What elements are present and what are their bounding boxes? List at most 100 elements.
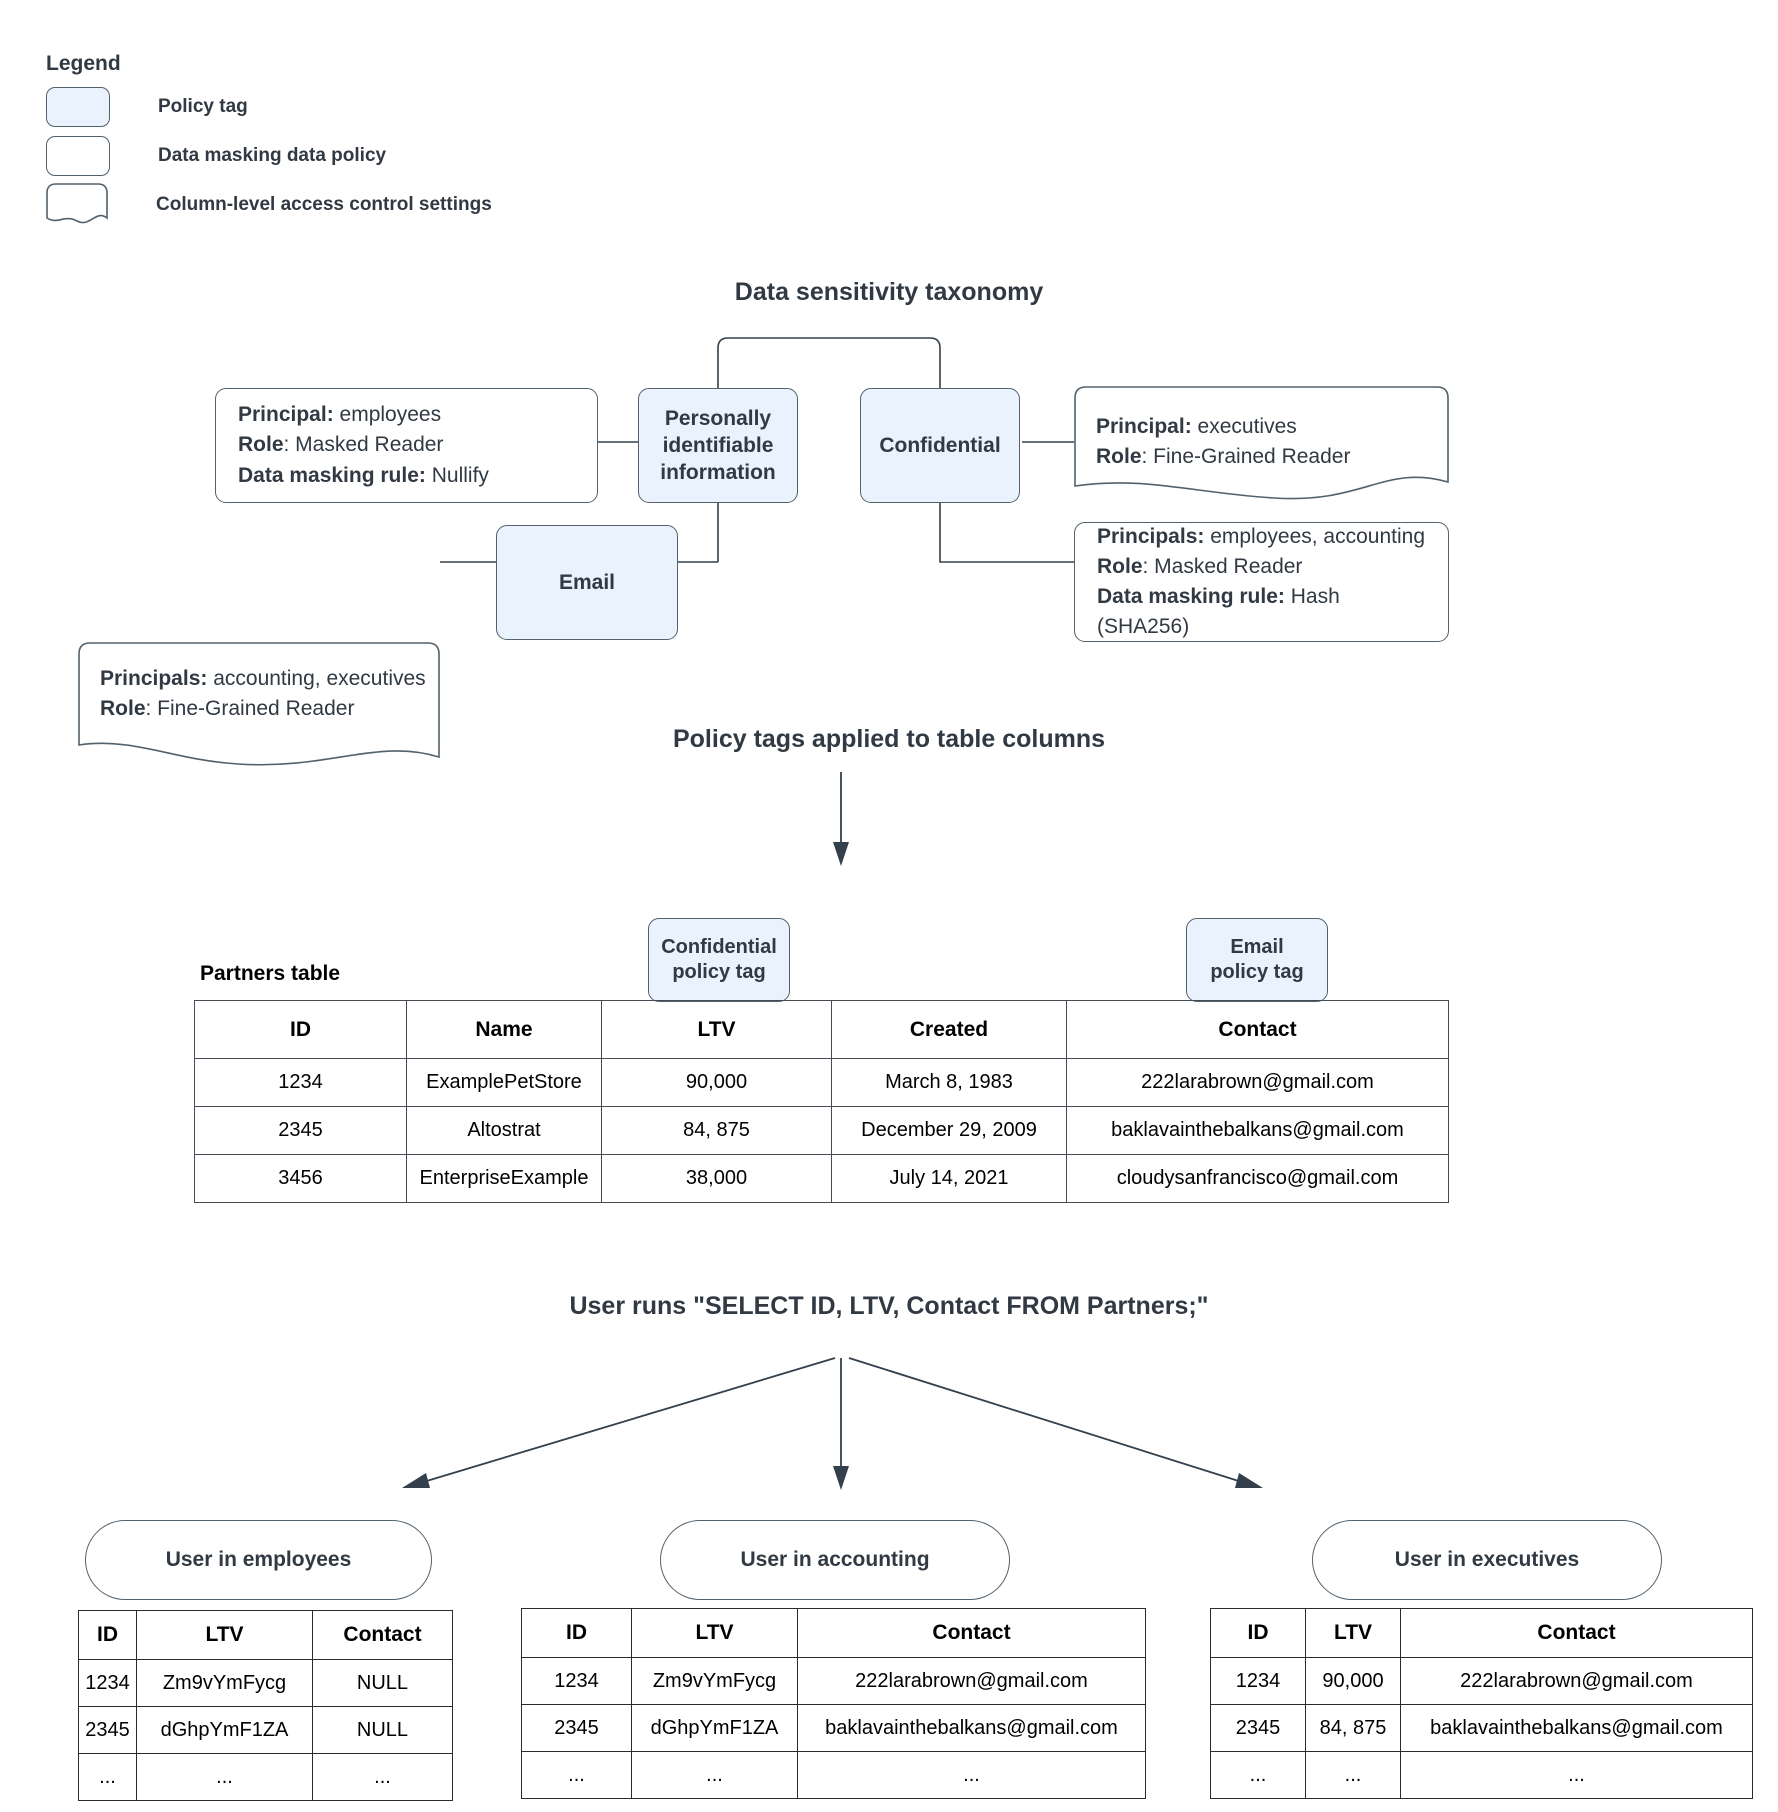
conf-principal-label: Principals: <box>1097 524 1205 548</box>
policy-tag-pii-label: Personally identifiable information <box>660 406 776 485</box>
email-access-role-label: Role <box>100 697 146 721</box>
column-header: Name <box>406 1000 602 1059</box>
query-title: User runs "SELECT ID, LTV, Contact FROM … <box>569 1292 1209 1320</box>
email-access-control-settings: Principals: accounting, executives Role:… <box>78 642 440 772</box>
table-cell: dGhpYmF1ZA <box>136 1706 313 1754</box>
column-header: Contact <box>1400 1608 1753 1658</box>
column-header: ID <box>521 1608 632 1658</box>
column-header: ID <box>78 1610 137 1660</box>
confidential-access-control-settings: Principal: executives Role: Fine-Grained… <box>1074 386 1449 508</box>
table-cell: 222larabrown@gmail.com <box>1400 1657 1753 1705</box>
table-cell: Altostrat <box>406 1106 602 1155</box>
conf-access-role-value: : Fine-Grained Reader <box>1141 445 1351 469</box>
table-cell: ExamplePetStore <box>406 1058 602 1107</box>
table-cell: Zm9vYmFycg <box>631 1657 798 1705</box>
conf-access-principal-value: executives <box>1191 415 1297 438</box>
table-cell: 1234 <box>78 1659 137 1707</box>
table-cell: 2345 <box>1210 1704 1306 1752</box>
legend: Legend Policy tag Data masking data poli… <box>46 52 492 232</box>
legend-item-data-masking-policy: Data masking data policy <box>46 134 492 178</box>
column-header: ID <box>194 1000 407 1059</box>
table-cell: cloudysanfrancisco@gmail.com <box>1066 1154 1449 1203</box>
table-cell: July 14, 2021 <box>831 1154 1067 1203</box>
table-cell: 38,000 <box>601 1154 832 1203</box>
policy-tag-pii[interactable]: Personally identifiable information <box>638 388 798 503</box>
table-cell: ... <box>1400 1751 1753 1799</box>
applied-arrow <box>833 772 849 866</box>
result-pill-label: User in employees <box>165 1548 352 1571</box>
column-access-control-swatch-icon <box>46 183 108 227</box>
pii-role-label: Role <box>238 433 284 457</box>
table-cell: 1234 <box>1210 1657 1306 1705</box>
column-header: LTV <box>631 1608 798 1658</box>
table-cell: 2345 <box>521 1704 632 1752</box>
table-cell: ... <box>78 1753 137 1801</box>
table-cell: 2345 <box>194 1106 407 1155</box>
table-cell: Zm9vYmFycg <box>136 1659 313 1707</box>
email-chip-line2: policy tag <box>1210 961 1304 983</box>
table-cell: baklavainthebalkans@gmail.com <box>797 1704 1146 1752</box>
table-cell: 90,000 <box>601 1058 832 1107</box>
policy-tag-confidential[interactable]: Confidential <box>860 388 1020 503</box>
table-cell: baklavainthebalkans@gmail.com <box>1066 1106 1449 1155</box>
table-cell: ... <box>1305 1751 1401 1799</box>
column-header: LTV <box>136 1610 313 1660</box>
table-cell: ... <box>631 1751 798 1799</box>
legend-item-label: Data masking data policy <box>158 145 387 166</box>
confidential-data-masking-policy: Principals: employees, accounting Role: … <box>1074 522 1449 642</box>
column-header: Created <box>831 1000 1067 1059</box>
pii-principal-label: Principal: <box>238 403 334 427</box>
confidential-chip-line2: policy tag <box>672 961 766 983</box>
pii-rule-value: Nullify <box>425 463 489 487</box>
taxonomy-connectors <box>440 337 1074 563</box>
table-cell: ... <box>136 1753 313 1801</box>
email-access-role-value: : Fine-Grained Reader <box>145 697 355 721</box>
table-cell: NULL <box>312 1659 453 1707</box>
conf-role-value: : Masked Reader <box>1142 554 1303 578</box>
legend-title: Legend <box>46 52 121 75</box>
column-header: LTV <box>1305 1608 1401 1658</box>
legend-item-policy-tag: Policy tag <box>46 85 492 129</box>
policy-tag-swatch-icon <box>46 87 110 127</box>
table-cell: 1234 <box>194 1058 407 1107</box>
confidential-policy-tag-chip[interactable]: Confidential policy tag <box>648 918 790 1002</box>
policy-tag-email[interactable]: Email <box>496 525 678 640</box>
table-row: ......... <box>78 1753 453 1801</box>
legend-item-label: Policy tag <box>158 96 248 117</box>
result-pill-label: User in accounting <box>740 1548 930 1571</box>
table-cell: 3456 <box>194 1154 407 1203</box>
column-header: Contact <box>797 1608 1146 1658</box>
email-access-principal-label: Principals: <box>100 667 208 690</box>
table-cell: ... <box>1210 1751 1306 1799</box>
data-masking-policy-swatch-icon <box>46 136 110 176</box>
result-pill-label: User in executives <box>1394 1548 1580 1571</box>
result-pill-accounting: User in accounting <box>660 1520 1010 1600</box>
column-header: Contact <box>312 1610 453 1660</box>
pii-role-value: : Masked Reader <box>283 433 444 457</box>
table-cell: baklavainthebalkans@gmail.com <box>1400 1704 1753 1752</box>
table-cell: NULL <box>312 1706 453 1754</box>
table-row: ......... <box>521 1751 1146 1799</box>
conf-principal-value: employees, accounting <box>1204 524 1426 548</box>
email-policy-tag-chip[interactable]: Email policy tag <box>1186 918 1328 1002</box>
table-cell: 1234 <box>521 1657 632 1705</box>
